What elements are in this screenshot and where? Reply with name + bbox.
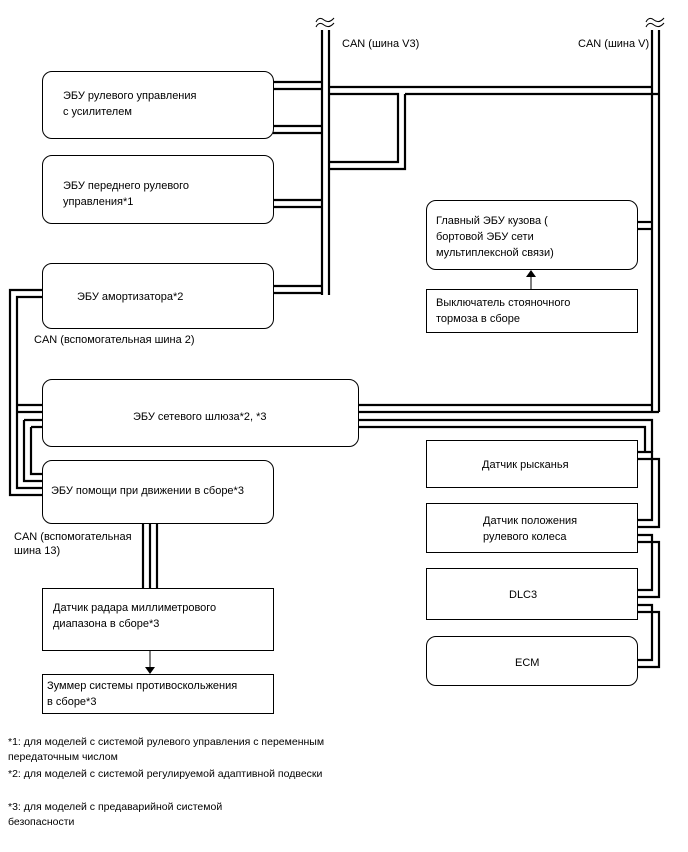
- chain-f: [638, 540, 661, 599]
- steering-angle-sensor-label: Датчик положения рулевого колеса: [483, 515, 578, 543]
- can-v-label: CAN (шина V): [578, 38, 650, 50]
- gateway-ecu-label: ЭБУ сетевого шлюза*2, *3: [133, 411, 267, 423]
- arrow-up-icon: [526, 270, 536, 277]
- absorber-ecu-box: ЭБУ амортизатора*2: [42, 263, 274, 329]
- break-mark-v-icon: [645, 17, 665, 23]
- body-main-ecu-label: Главный ЭБУ кузова ( бортовой ЭБУ сети м…: [436, 215, 554, 259]
- radar-sensor-box: Датчик радара миллиметрового диапазона в…: [42, 588, 274, 651]
- can-v3-label: CAN (шина V3): [342, 38, 420, 50]
- chain-a: [358, 418, 654, 452]
- yaw-sensor-box: Датчик рысканья: [426, 440, 638, 488]
- steering-angle-sensor-box: Датчик положения рулевого колеса: [426, 503, 638, 553]
- break-mark-v3-icon: [315, 17, 335, 23]
- aux2-wire-d: [29, 425, 42, 476]
- footnote-1: *1: для моделей с системой рулевого упра…: [8, 736, 325, 763]
- aux2-wire-a: [8, 288, 42, 497]
- yaw-sensor-label: Датчик рысканья: [482, 459, 569, 471]
- break-mark-v-icon-2: [645, 22, 665, 28]
- v3-v-link-b: [329, 92, 400, 164]
- buzzer-box: Зуммер системы противоскольжения в сборе…: [42, 674, 274, 714]
- can-aux2-label: CAN (вспомогательная шина 2): [34, 334, 195, 346]
- parking-brake-switch-box: Выключатель стояночного тормоза в сборе: [426, 289, 638, 333]
- arrow-down-icon: [145, 667, 155, 674]
- eps-ecu-box: ЭБУ рулевого управления с усилителем: [42, 71, 274, 139]
- can-aux13-label: CAN (вспомогательная шина 13): [14, 531, 132, 557]
- chain-e: [638, 533, 654, 592]
- chain-h: [638, 610, 661, 669]
- chain-d: [638, 457, 661, 529]
- ecm-box: ECM: [426, 636, 638, 686]
- chain-c: [638, 450, 654, 522]
- eps-ecu-label: ЭБУ рулевого управления с усилителем: [63, 90, 197, 118]
- ecm-label: ECM: [515, 657, 540, 669]
- front-steer-ecu-label: ЭБУ переднего рулевого управления*1: [63, 180, 190, 208]
- front-steer-ecu-box: ЭБУ переднего рулевого управления*1: [42, 155, 274, 224]
- aux2-wire-b: [15, 295, 42, 490]
- aux2-wire-c: [22, 418, 42, 483]
- absorber-ecu-label: ЭБУ амортизатора*2: [77, 291, 184, 303]
- v3-v-link-c: [329, 94, 407, 171]
- dlc3-label: DLC3: [509, 589, 538, 601]
- footnote-3: *3: для моделей с предаварийной системой…: [8, 801, 223, 828]
- body-main-ecu-box: Главный ЭБУ кузова ( бортовой ЭБУ сети м…: [426, 200, 638, 270]
- buzzer-label: Зуммер системы противоскольжения в сборе…: [47, 680, 238, 708]
- footnote-2: *2: для моделей с системой регулируемой …: [8, 768, 323, 780]
- gateway-ecu-box: ЭБУ сетевого шлюза*2, *3: [42, 379, 359, 447]
- break-mark-v3-icon-2: [315, 22, 335, 28]
- chain-b: [358, 425, 647, 452]
- drive-assist-ecu-label: ЭБУ помощи при движении в сборе*3: [51, 485, 244, 497]
- chain-g: [638, 603, 654, 662]
- drive-assist-ecu-box: ЭБУ помощи при движении в сборе*3: [42, 460, 274, 524]
- dlc3-box: DLC3: [426, 568, 638, 620]
- parking-brake-switch-label: Выключатель стояночного тормоза в сборе: [436, 297, 571, 325]
- radar-sensor-label: Датчик радара миллиметрового диапазона в…: [53, 602, 217, 630]
